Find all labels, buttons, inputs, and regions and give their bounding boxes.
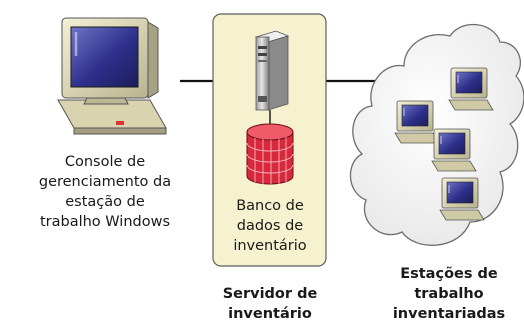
server-label: Servidor de inventário (222, 286, 318, 322)
client-workstation-icon (394, 100, 440, 144)
workstations-label: Estações de trabalho inventariadas (392, 266, 506, 322)
database-icon (246, 123, 294, 185)
client-workstation-icon (439, 177, 485, 221)
client-workstation-icon (448, 67, 494, 111)
console-label: Console de gerenciamento da estação de t… (38, 154, 172, 230)
server-tower-icon (254, 30, 290, 111)
client-workstation-icon (431, 128, 477, 172)
console-workstation-icon (57, 17, 167, 135)
database-label: Banco de dados de inventário (233, 198, 307, 254)
